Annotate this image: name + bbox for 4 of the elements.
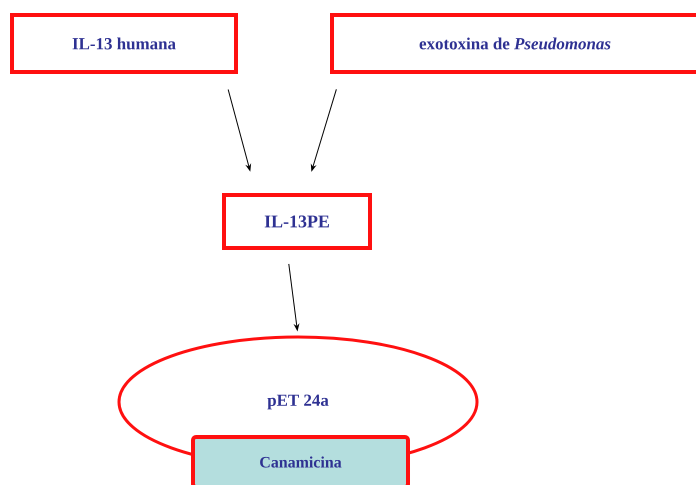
label-box: IL-13 humana [10, 13, 238, 74]
label-box: exotoxina de Pseudomonas [330, 13, 696, 74]
marker-box: Canamicina [191, 435, 410, 485]
label-box: IL-13PE [222, 193, 372, 250]
